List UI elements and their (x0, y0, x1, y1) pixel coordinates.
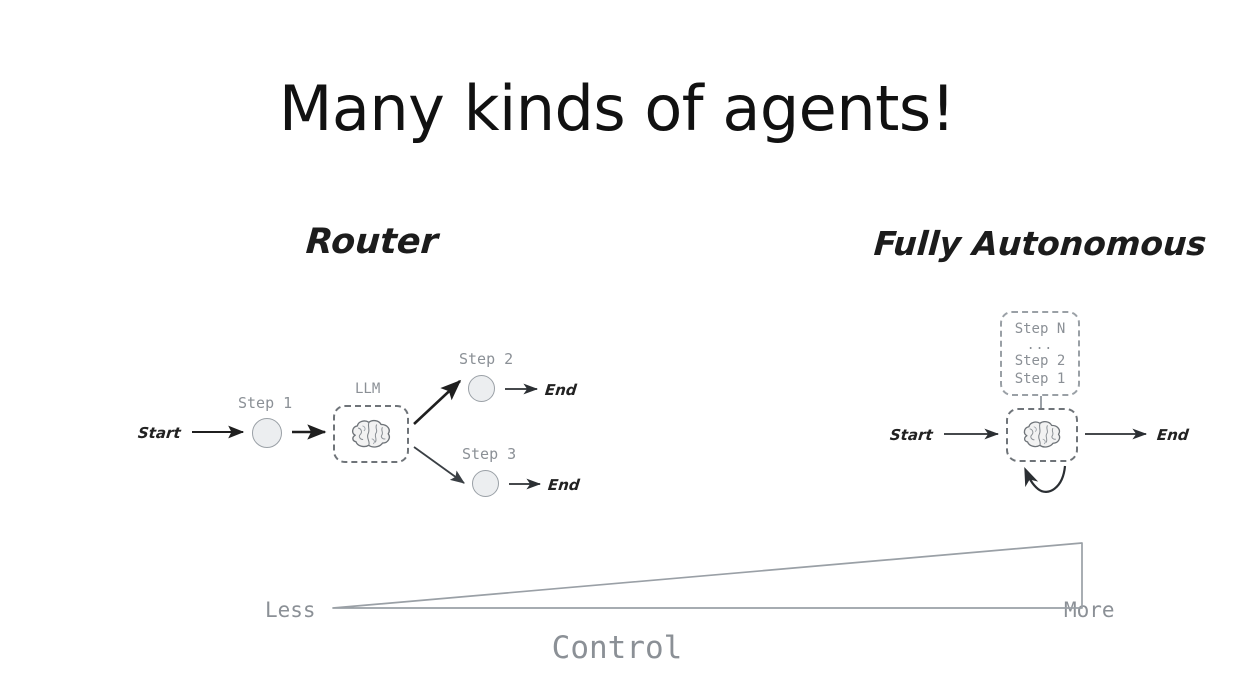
stack-line-step-2: Step 2 (1014, 352, 1066, 369)
autonomous-self-loop-arrow (1024, 465, 1067, 493)
autonomous-heading: Fully Autonomous (872, 224, 1208, 263)
stack-line-step-1: Step 1 (1014, 371, 1066, 388)
spectrum-more-label: More (1064, 598, 1115, 622)
router-arrow-llm-to-step2 (413, 379, 462, 425)
page-title: Many kinds of agents! (278, 72, 956, 145)
autonomous-step-stack: Step N ... Step 2 Step 1 (1000, 311, 1080, 396)
router-llm-node (333, 405, 409, 463)
spectrum-less-label: Less (265, 598, 316, 622)
router-llm-label: LLM (355, 381, 381, 397)
router-step3-label: Step 3 (462, 445, 517, 463)
router-step3-node (472, 470, 499, 497)
autonomous-end-label: End (1156, 426, 1190, 444)
control-spectrum-wedge (332, 542, 1083, 609)
router-step1-label: Step 1 (238, 394, 293, 412)
router-branch2-end-label: End (547, 476, 581, 494)
router-step2-node (468, 375, 495, 402)
stack-line-ellipsis: ... (1026, 337, 1054, 353)
autonomous-llm-node (1006, 408, 1078, 462)
router-step1-node (252, 418, 282, 448)
autonomous-start-label: Start (889, 426, 934, 444)
router-start-label: Start (137, 424, 182, 442)
router-heading: Router (304, 222, 440, 262)
router-arrow-llm-to-step3 (413, 446, 465, 484)
stack-line-step-n: Step N (1014, 321, 1066, 338)
router-branch1-end-label: End (544, 381, 578, 399)
spectrum-axis-label: Control (551, 630, 683, 666)
router-step2-label: Step 2 (459, 350, 514, 368)
